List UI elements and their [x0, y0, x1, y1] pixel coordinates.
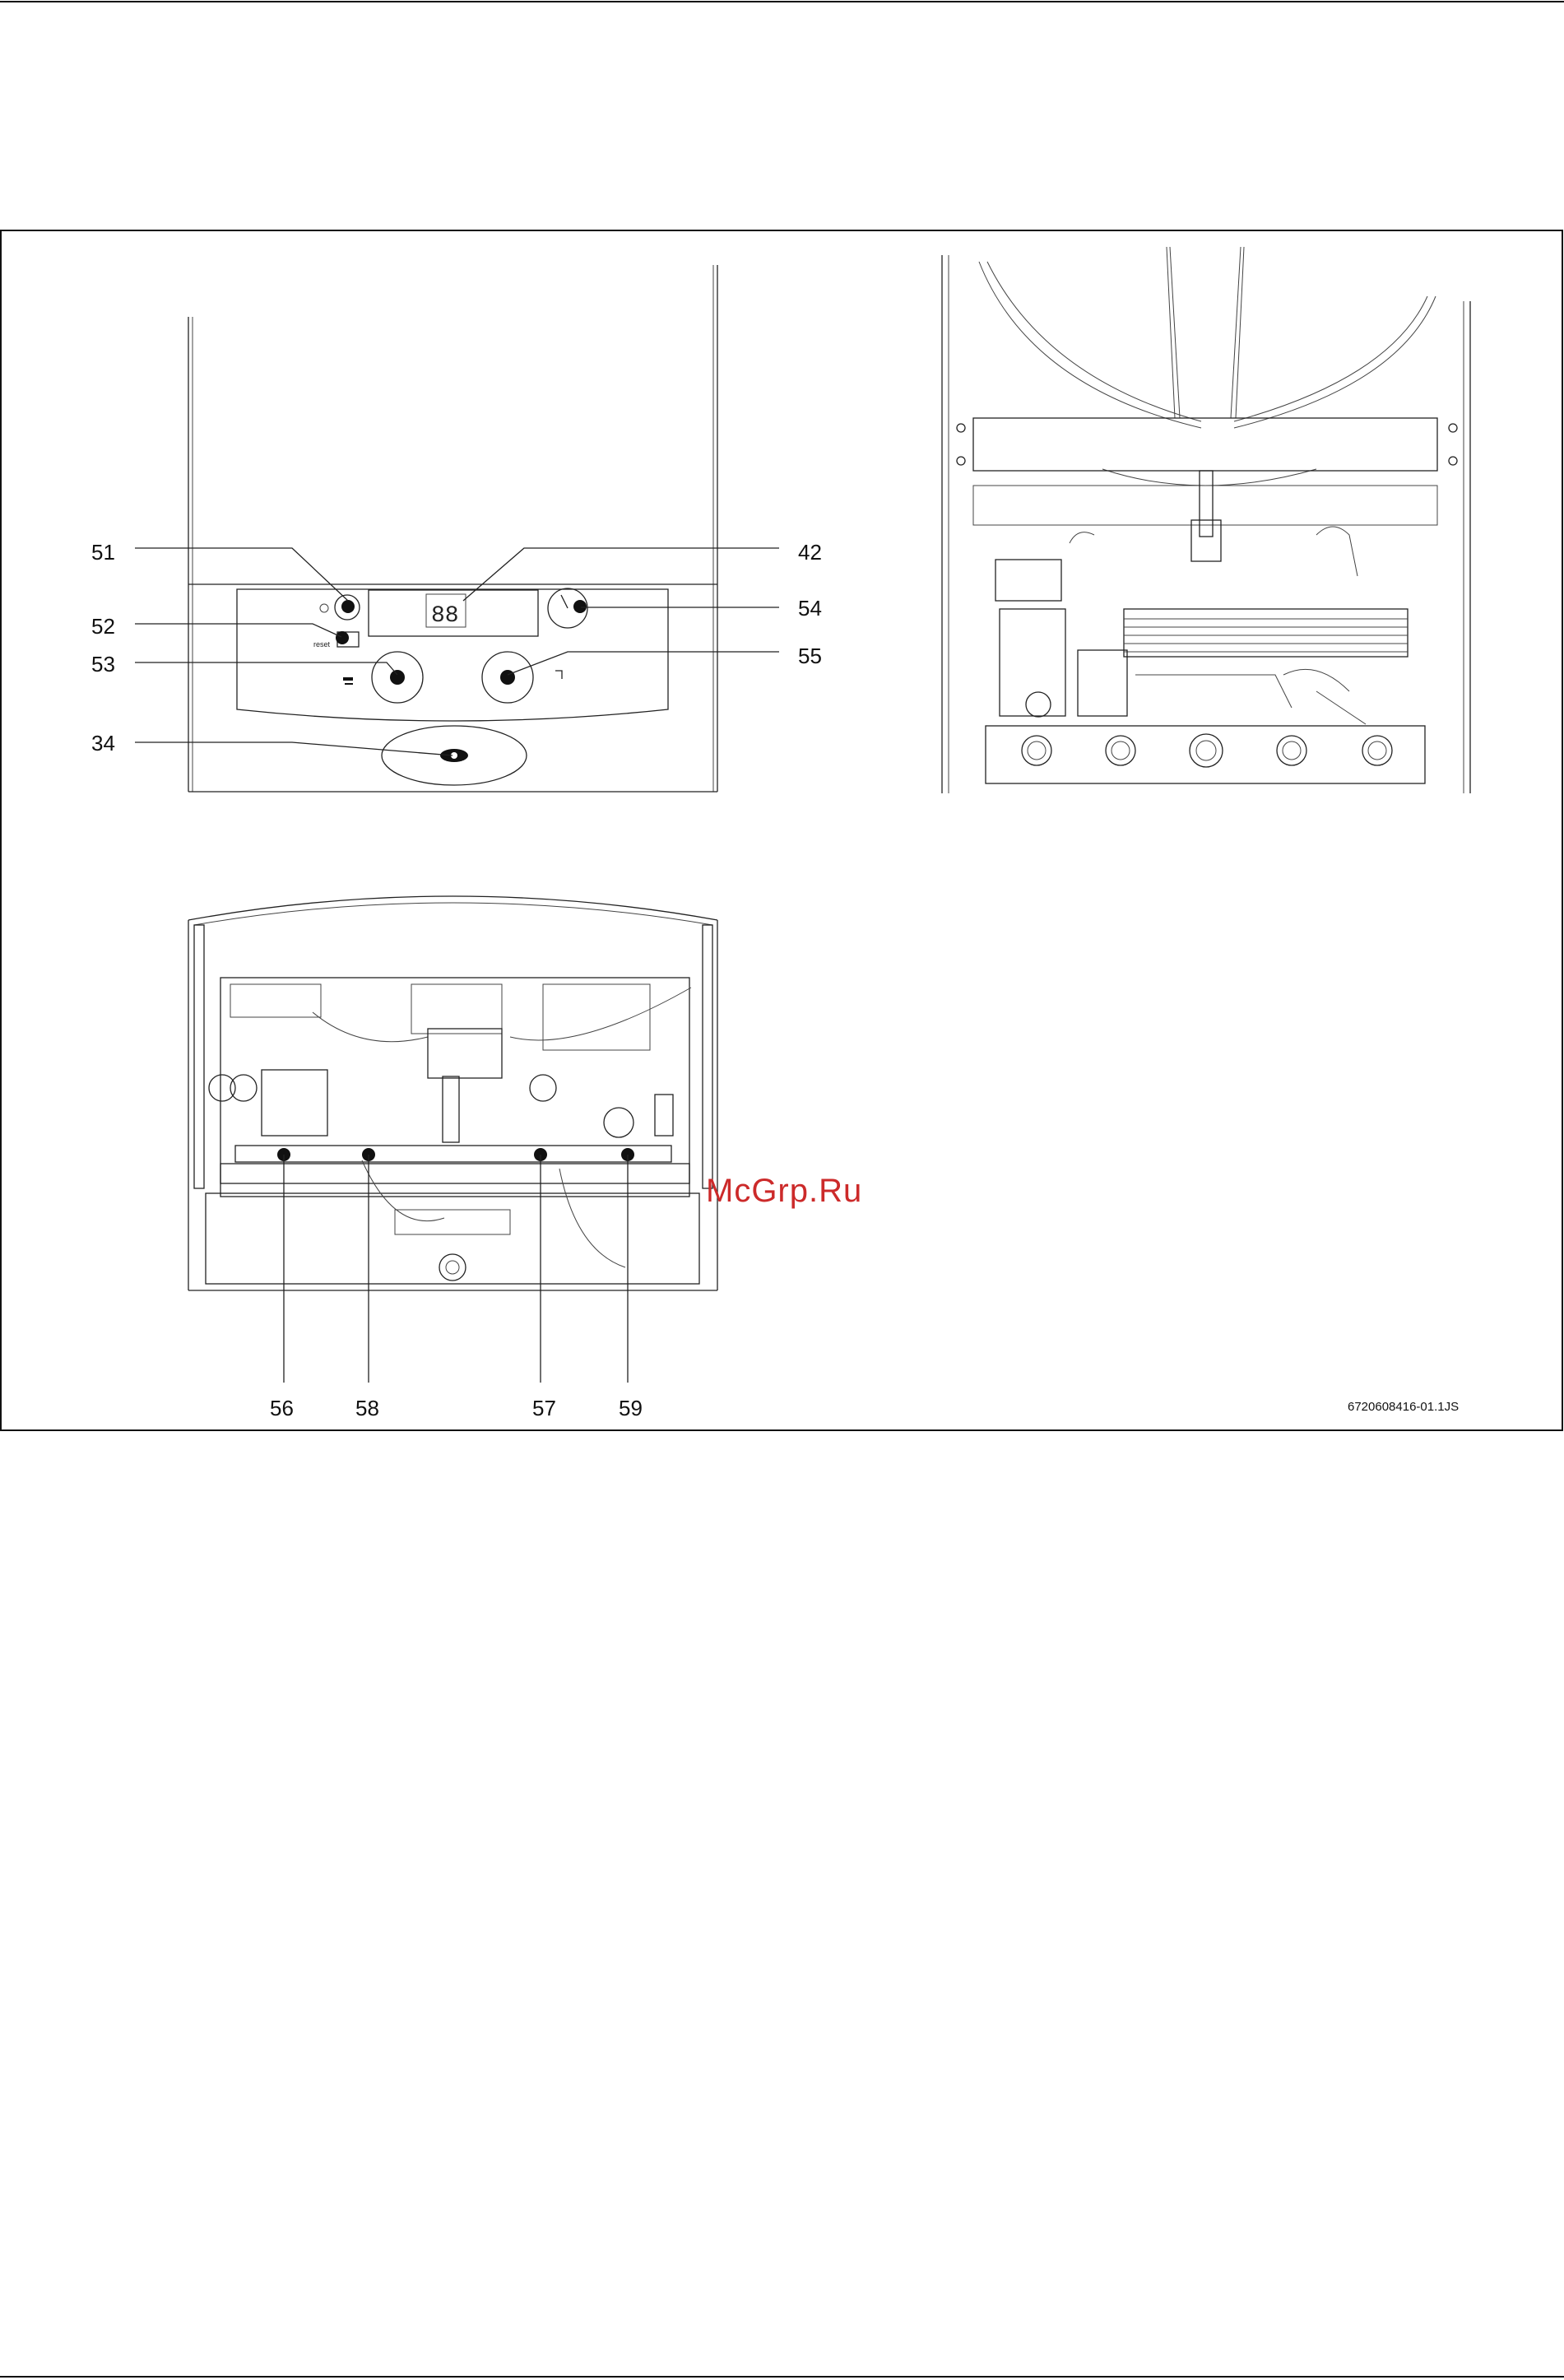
callout-57: 57 [532, 1396, 556, 1420]
boiler-underside-view [188, 896, 717, 1383]
boiler-front-view: 88 reset [135, 265, 779, 792]
callout-42: 42 [798, 540, 822, 565]
watermark: McGrp.Ru [706, 1173, 862, 1209]
callout-51: 51 [91, 540, 115, 565]
callout-52: 52 [91, 614, 115, 639]
figure-reference: 6720608416-01.1JS [1348, 1400, 1459, 1414]
callout-54: 54 [798, 596, 822, 621]
callout-59: 59 [619, 1396, 643, 1420]
callout-56: 56 [270, 1396, 294, 1420]
reset-label: reset [313, 640, 331, 648]
figure-frame [1, 230, 1562, 1430]
display-digits: 88 [431, 603, 459, 629]
callout-34: 34 [91, 731, 115, 755]
boiler-internal-view [942, 247, 1470, 793]
callout-55: 55 [798, 644, 822, 668]
callout-58: 58 [355, 1396, 379, 1420]
callout-53: 53 [91, 652, 115, 676]
